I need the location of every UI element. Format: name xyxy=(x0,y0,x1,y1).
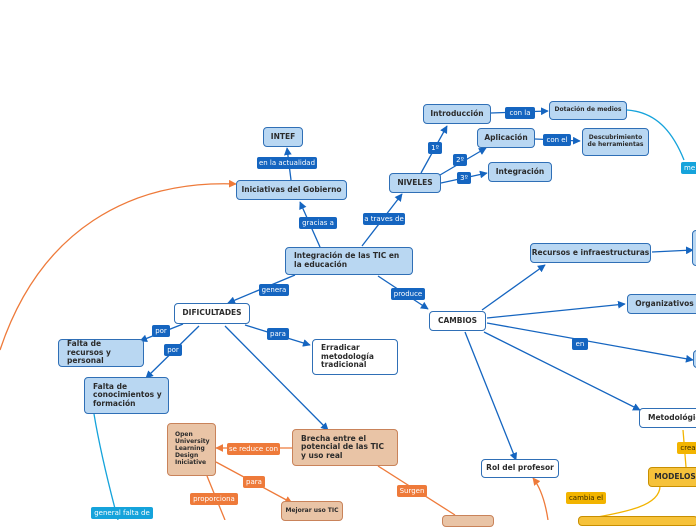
node-metodologicos[interactable]: Metodológico xyxy=(639,408,696,428)
label-a-traves-de: a traves de xyxy=(363,213,405,225)
node-integracion[interactable]: Integración xyxy=(488,162,552,182)
label-por-2: por xyxy=(164,344,182,356)
node-rol-profesor[interactable]: Rol del profesor xyxy=(481,459,559,478)
node-dificultades[interactable]: DIFICULTADES xyxy=(174,303,250,324)
node-peach-partial[interactable] xyxy=(442,515,494,527)
node-gold-partial[interactable] xyxy=(578,516,696,526)
label-general-falta-de: general falta de xyxy=(91,507,153,519)
label-gracias-a: gracias a xyxy=(299,217,337,229)
node-falta-recursos[interactable]: Falta de recursos y personal xyxy=(58,339,144,367)
node-introduccion[interactable]: Introducción xyxy=(423,104,491,124)
node-blue-partial-2[interactable] xyxy=(693,350,696,368)
node-brecha-tic[interactable]: Brecha entre el potencial de las TIC y u… xyxy=(292,429,398,466)
node-open-university[interactable]: Open University Learning Design Iniciati… xyxy=(167,423,216,476)
label-tercero: 3º xyxy=(457,172,471,184)
node-cambios[interactable]: CAMBIOS xyxy=(429,311,486,331)
node-dotacion-medios[interactable]: Dotación de medios xyxy=(549,101,627,120)
label-se-reduce-con: se reduce con xyxy=(227,443,280,455)
node-erradicar-metodologia[interactable]: Erradicar metodología tradicional xyxy=(312,339,398,375)
label-por-1: por xyxy=(152,325,170,337)
node-recursos-infraestructuras[interactable]: Recursos e infraestructuras xyxy=(530,243,651,263)
node-intef[interactable]: INTEF xyxy=(263,127,303,147)
node-blue-partial-1[interactable] xyxy=(692,230,696,266)
node-modelos[interactable]: MODELOS xyxy=(648,467,696,487)
node-organizativos[interactable]: Organizativos xyxy=(627,294,696,314)
label-con-el: con el xyxy=(543,134,571,146)
node-integracion-tic[interactable]: Integración de las TIC en la educación xyxy=(285,247,413,275)
node-niveles[interactable]: NIVELES xyxy=(389,173,441,193)
label-crea: crea xyxy=(677,442,696,454)
label-primero: 1º xyxy=(428,142,442,154)
node-mejorar-uso-tic[interactable]: Mejorar uso TIC xyxy=(281,501,343,521)
node-descubrimiento-herramientas[interactable]: Descubrimiento de herramientas xyxy=(582,128,649,156)
label-con-la: con la xyxy=(505,107,535,119)
label-para-1: para xyxy=(267,328,289,340)
label-segundo: 2º xyxy=(453,154,467,166)
label-cambia-el: cambia el xyxy=(566,492,606,504)
label-me-partial: me xyxy=(681,162,696,174)
node-iniciativas-gobierno[interactable]: Iniciativas del Gobierno xyxy=(236,180,347,200)
node-falta-conocimientos[interactable]: Falta de conocimientos y formación xyxy=(84,377,169,414)
node-aplicacion[interactable]: Aplicación xyxy=(477,128,535,148)
label-produce: produce xyxy=(391,288,425,300)
label-en-la-actualidad: en la actualidad xyxy=(257,157,317,169)
label-para-2: para xyxy=(243,476,265,488)
label-genera: genera xyxy=(259,284,289,296)
label-surgen: Surgen xyxy=(397,485,427,497)
label-en: en xyxy=(572,338,588,350)
label-proporciona: proporciona xyxy=(190,493,238,505)
